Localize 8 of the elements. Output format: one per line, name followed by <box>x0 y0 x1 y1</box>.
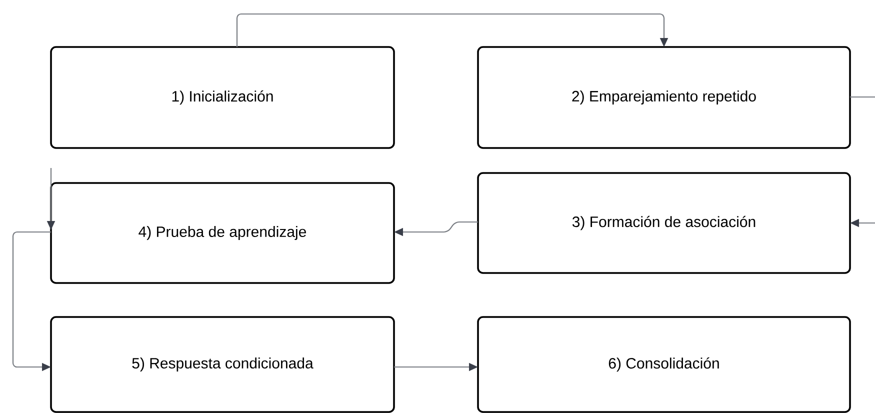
process-box: 2) Emparejamiento repetido <box>477 46 851 149</box>
process-box: 3) Formación de asociación <box>477 172 851 274</box>
process-box: 1) Inicialización <box>50 46 395 149</box>
process-box: 6) Consolidación <box>477 316 851 413</box>
arrow <box>850 96 875 228</box>
process-box: 5) Respuesta condicionada <box>50 316 395 413</box>
process-box: 4) Prueba de aprendizaje <box>50 182 395 284</box>
arrow <box>236 13 668 47</box>
